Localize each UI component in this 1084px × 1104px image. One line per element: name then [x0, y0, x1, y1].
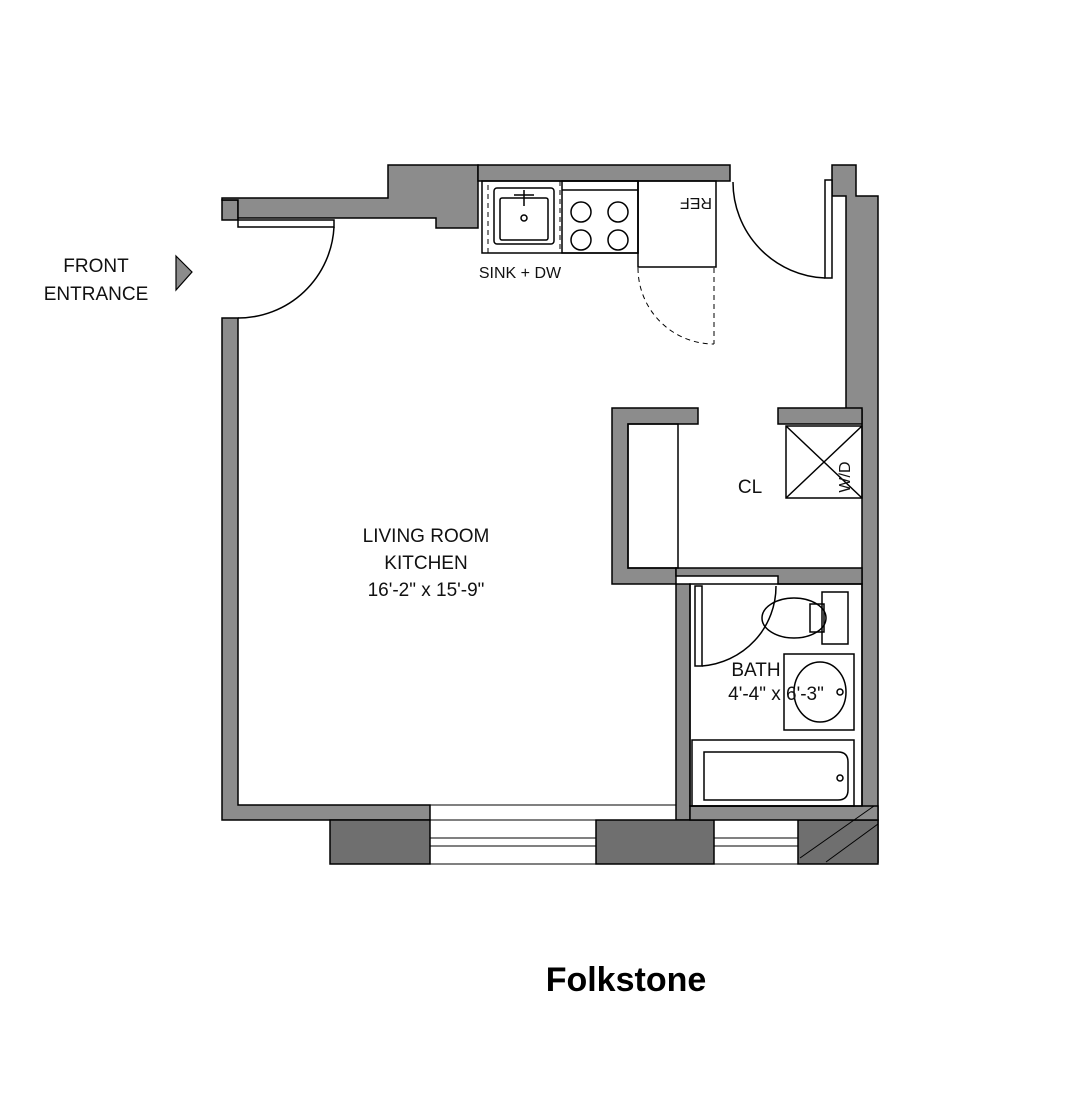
entrance-label-line1: FRONT [63, 256, 129, 277]
entrance-arrow-icon [175, 254, 193, 292]
ref-label: REF [680, 194, 712, 211]
kitchen-counter [481, 180, 717, 268]
front-door [237, 219, 335, 319]
bathroom [689, 583, 863, 807]
walls [221, 164, 879, 865]
entrance-label-line2: ENTRANCE [44, 284, 149, 305]
closet-door [732, 179, 833, 279]
plan-title: Folkstone [546, 961, 707, 999]
bath-door [694, 585, 777, 667]
washer-dryer-label: W/D [837, 461, 854, 492]
living-room-label: LIVING ROOM [363, 526, 490, 547]
kitchen-label: KITCHEN [384, 553, 467, 574]
closet-label: CL [738, 477, 762, 498]
ref-door-swing [637, 267, 715, 345]
windows [429, 804, 879, 865]
bath-label: BATH [731, 660, 780, 681]
bath-dimensions: 4'-4" x 6'-3" [728, 684, 824, 705]
sink-dw-label: SINK + DW [479, 265, 562, 282]
closet [627, 423, 863, 569]
living-room-dimensions: 16'-2" x 15'-9" [368, 580, 485, 601]
